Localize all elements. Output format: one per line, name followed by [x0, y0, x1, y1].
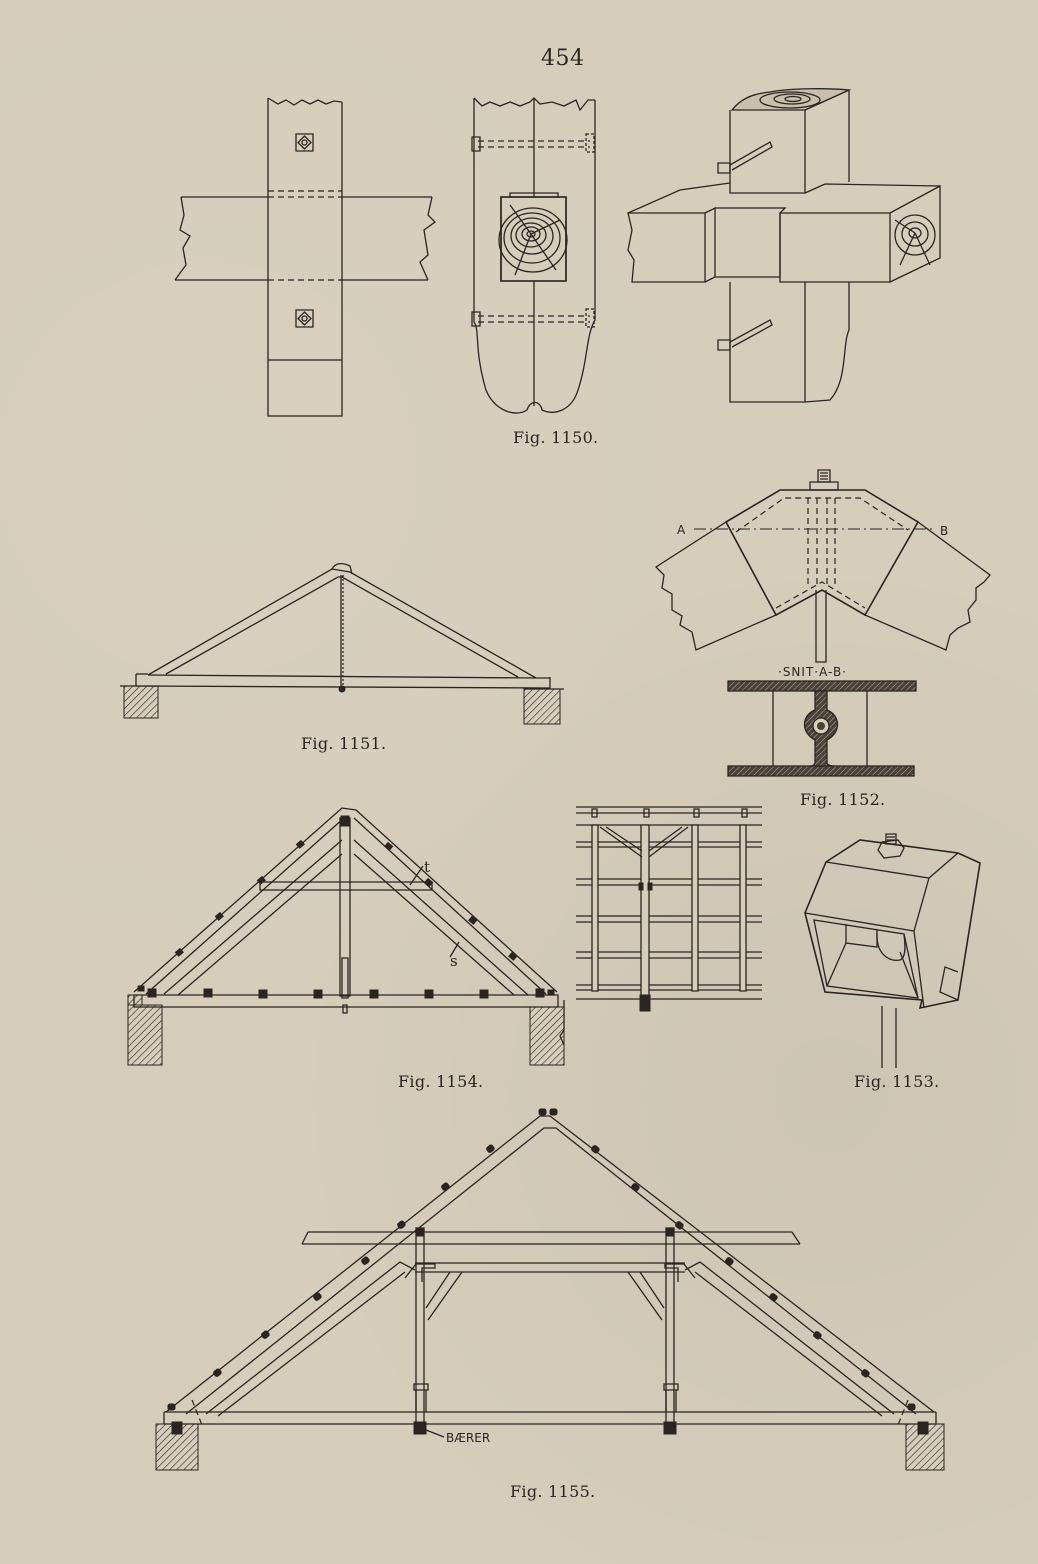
fig-1155-truss: BÆRER [150, 1100, 950, 1480]
fig-1150-elevation [170, 90, 440, 420]
purlin-icon [148, 989, 544, 998]
fig-1150-caption: Fig. 1150. [513, 428, 599, 447]
wood-grain-icon [895, 215, 935, 265]
fig-1150-section [460, 90, 610, 430]
section-a-b-drawing [728, 681, 916, 776]
fig-1153-shoe [790, 820, 1000, 1080]
fig-1151-caption: Fig. 1151. [301, 734, 387, 753]
label-section: ·SNIT·A-B· [778, 665, 847, 679]
label-baerer: BÆRER [446, 1431, 490, 1445]
fig-1153-caption: Fig. 1153. [854, 1072, 940, 1091]
fig-1151-truss [120, 550, 580, 730]
fig-1154-caption: Fig. 1154. [398, 1072, 484, 1091]
fig-1152-caption: Fig. 1152. [800, 790, 886, 809]
label-s: s [450, 952, 458, 970]
fig-1154-side-elevation [570, 795, 770, 1025]
fig-1152-joint: A B ·SNIT·A-B· [650, 460, 1000, 820]
page-number: 454 [541, 46, 585, 71]
label-t: t [424, 858, 430, 876]
purlin-icon [168, 1109, 915, 1410]
label-a: A [677, 523, 686, 537]
label-b: B [940, 524, 948, 538]
wood-grain-icon [499, 205, 567, 275]
fig-1154-truss: t s [120, 800, 580, 1070]
fig-1150-isometric [620, 80, 950, 420]
fig-1155-caption: Fig. 1155. [510, 1482, 596, 1501]
bolt-head-icon [296, 310, 313, 327]
bolt-head-icon [296, 134, 313, 151]
